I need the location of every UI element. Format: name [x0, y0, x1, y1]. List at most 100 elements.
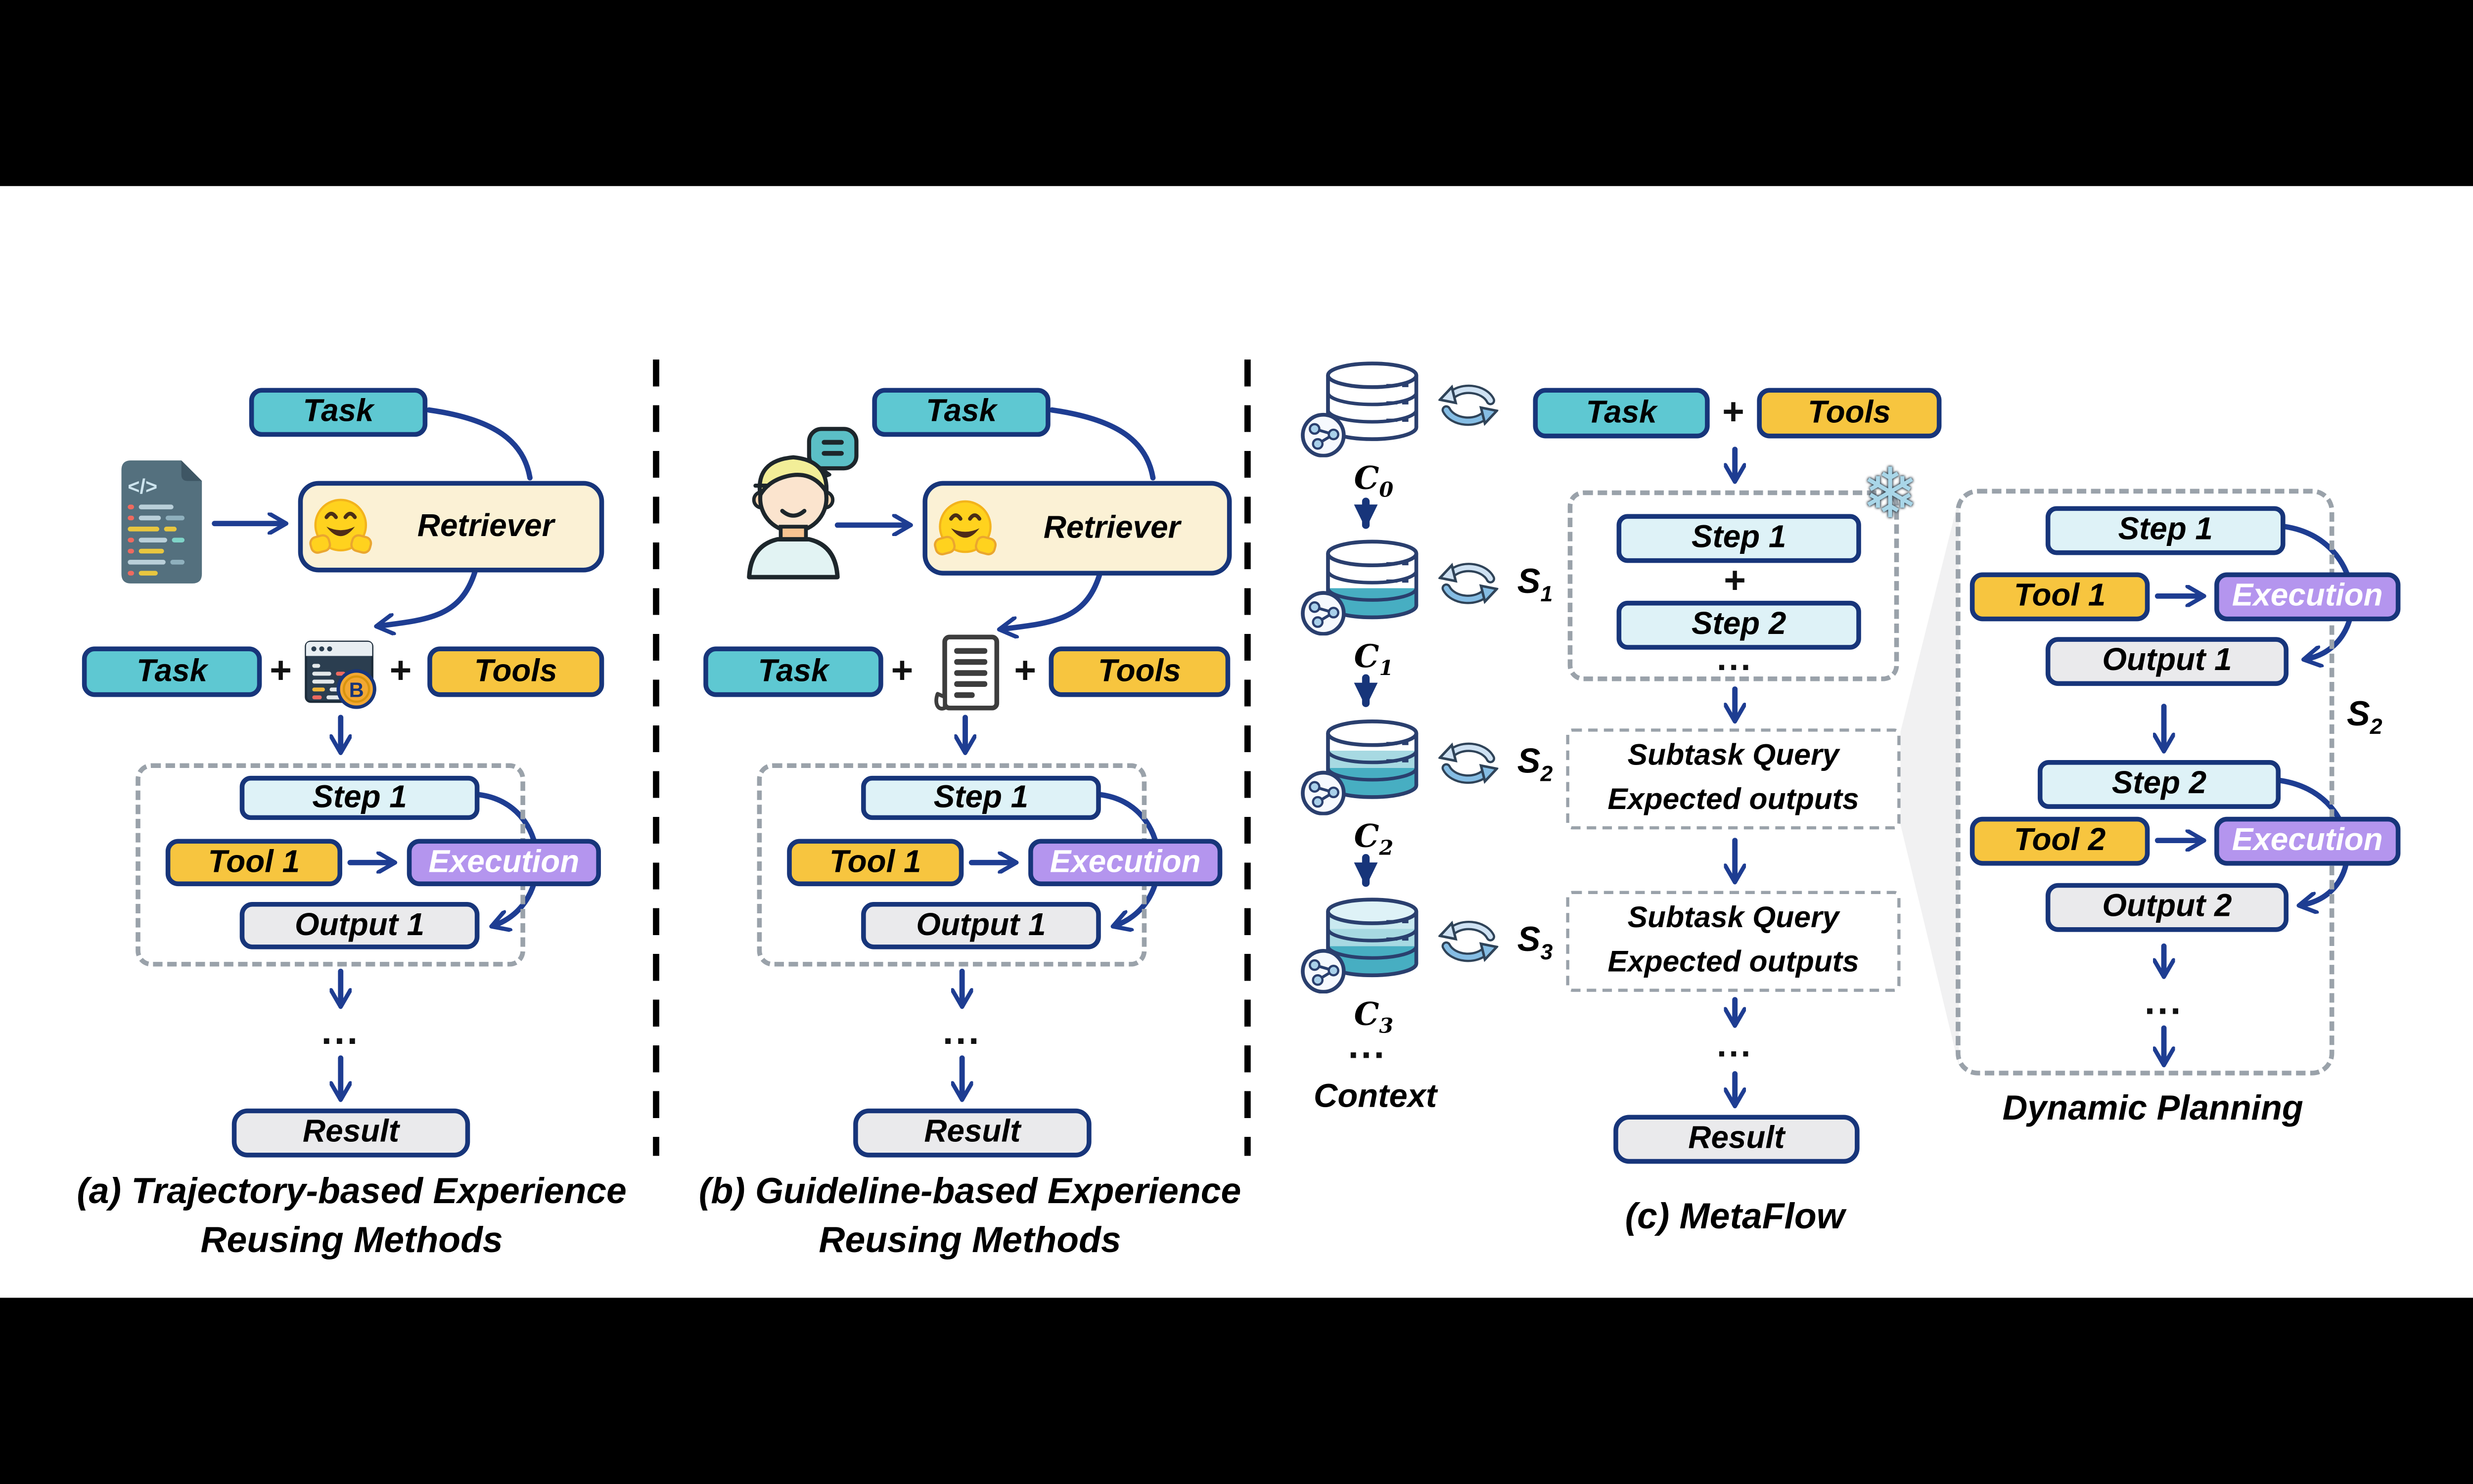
dp-execution1-box: Execution	[2214, 572, 2401, 622]
a-step1-label: Step 1	[312, 779, 407, 815]
a-tool1-box: Tool 1	[165, 839, 342, 887]
s3-label: S3	[1517, 919, 1553, 964]
database-icon-c0	[1300, 360, 1420, 458]
person-icon	[743, 426, 863, 581]
context-label: Context	[1313, 1079, 1437, 1115]
a-row-tools-box: Tools	[427, 646, 604, 697]
b-execution-box: Execution	[1028, 839, 1223, 887]
svg-text:B: B	[349, 678, 364, 701]
sync-icon-0	[1437, 383, 1500, 427]
b-result-label: Result	[924, 1115, 1021, 1150]
dp-output1-label: Output 1	[2102, 643, 2232, 678]
panel-divider-bc	[1244, 360, 1251, 1156]
c-tools-label: Tools	[1808, 395, 1891, 430]
c-result-box: Result	[1613, 1115, 1860, 1164]
b-row-task-box: Task	[703, 646, 883, 697]
b-caption: (b) Guideline-based Experience Reusing M…	[662, 1167, 1278, 1263]
dp-tool2-label: Tool 2	[2014, 823, 2106, 858]
dp-ellipsis: ...	[2144, 981, 2184, 1024]
a-retriever-label: Retriever	[417, 508, 554, 543]
c2-label: C2	[1354, 816, 1394, 861]
c-main-ellipsis: ...	[1717, 1025, 1753, 1065]
a-task-top-label: Task	[303, 394, 374, 429]
dp-step1-label: Step 1	[2118, 512, 2213, 547]
b-output1-box: Output 1	[861, 901, 1101, 949]
b-plus-1: +	[891, 649, 914, 692]
panel-divider-ab	[653, 360, 660, 1156]
c-task-label: Task	[1586, 395, 1657, 430]
s1-label: S1	[1517, 561, 1553, 606]
s2-label: S2	[1517, 741, 1553, 786]
b-task-top-label: Task	[926, 394, 997, 429]
b-output1-label: Output 1	[916, 907, 1046, 943]
dp-step2-label: Step 2	[2111, 766, 2207, 801]
c-subtask1-line1: Subtask Query	[1627, 740, 1839, 773]
b-caption-line1: (b) Guideline-based Experience	[698, 1170, 1241, 1211]
zoom-beam	[1900, 498, 1959, 1066]
b-step1-box: Step 1	[861, 775, 1101, 820]
dp-output2-label: Output 2	[2102, 889, 2232, 924]
a-tool1-label: Tool 1	[208, 844, 300, 879]
b-tool1-label: Tool 1	[829, 844, 921, 879]
c-caption: (c) MetaFlow	[1625, 1195, 1845, 1237]
b-tool1-box: Tool 1	[787, 839, 964, 887]
a-row-tools-label: Tools	[474, 653, 557, 688]
b-result-box: Result	[853, 1108, 1092, 1158]
a-caption-line1: (a) Trajectory-based Experience	[77, 1170, 627, 1211]
context-ellipsis: ...	[1348, 1025, 1387, 1068]
a-result-label: Result	[303, 1115, 399, 1150]
svg-text:</>: </>	[128, 475, 157, 498]
c-task-box: Task	[1533, 388, 1710, 439]
c0-label: C0	[1354, 458, 1394, 503]
c-tools-box: Tools	[1757, 388, 1942, 439]
database-icon-c1	[1300, 538, 1420, 636]
dp-tool1-label: Tool 1	[2014, 579, 2106, 614]
code-bitcoin-icon: B	[304, 637, 377, 710]
curve-b-task-retriever	[1049, 407, 1156, 481]
guideline-doc-icon	[934, 634, 1003, 713]
dp-execution2-label: Execution	[2232, 823, 2383, 858]
a-output1-box: Output 1	[239, 901, 480, 949]
c-plan-ellipsis: ...	[1717, 638, 1753, 678]
a-task-top-box: Task	[249, 388, 428, 437]
b-ellipsis: ...	[943, 1011, 982, 1054]
dp-step1-box: Step 1	[2045, 506, 2286, 555]
c-step1-box: Step 1	[1616, 514, 1861, 563]
dp-output1-box: Output 1	[2045, 637, 2289, 686]
sync-icon-1	[1437, 561, 1500, 605]
b-step1-label: Step 1	[933, 779, 1029, 815]
c-subtask2-line1: Subtask Query	[1627, 902, 1839, 936]
a-result-box: Result	[231, 1108, 470, 1158]
c-subtask1-box: Subtask Query Expected outputs	[1566, 728, 1901, 830]
dp-execution2-box: Execution	[2214, 816, 2401, 866]
database-icon-c3	[1300, 896, 1420, 994]
dp-caption: Dynamic Planning	[2002, 1088, 2303, 1127]
c-step1-label: Step 1	[1691, 520, 1786, 555]
b-row-tools-label: Tools	[1098, 653, 1181, 688]
dp-output2-box: Output 2	[2045, 883, 2289, 932]
b-row-tools-box: Tools	[1049, 646, 1231, 697]
c-subtask2-line2: Expected outputs	[1607, 946, 1859, 980]
b-plus-2: +	[1014, 649, 1037, 692]
database-icon-c2	[1300, 718, 1420, 816]
dp-step2-box: Step 2	[2037, 760, 2281, 809]
curve-b-retriever-row	[1002, 573, 1102, 629]
dp-tool1-box: Tool 1	[1969, 572, 2150, 622]
curve-a-task-retriever	[426, 407, 533, 481]
a-plus-2: +	[389, 649, 412, 692]
c-subtask1-line2: Expected outputs	[1607, 783, 1859, 817]
a-step1-box: Step 1	[239, 775, 480, 820]
hugging-face-icon	[934, 496, 997, 560]
b-row-task-label: Task	[758, 653, 829, 688]
a-output1-label: Output 1	[294, 907, 425, 943]
a-row-task-box: Task	[82, 646, 262, 697]
dynamic-planning-box	[1956, 489, 2335, 1076]
c1-label: C1	[1354, 637, 1394, 681]
sync-icon-2	[1437, 741, 1500, 785]
a-ellipsis: ...	[321, 1011, 360, 1054]
a-plus-1: +	[270, 649, 292, 692]
c-plan-plus: +	[1724, 560, 1746, 603]
curve-a-retriever-row	[378, 570, 478, 626]
sync-icon-3	[1437, 919, 1500, 963]
